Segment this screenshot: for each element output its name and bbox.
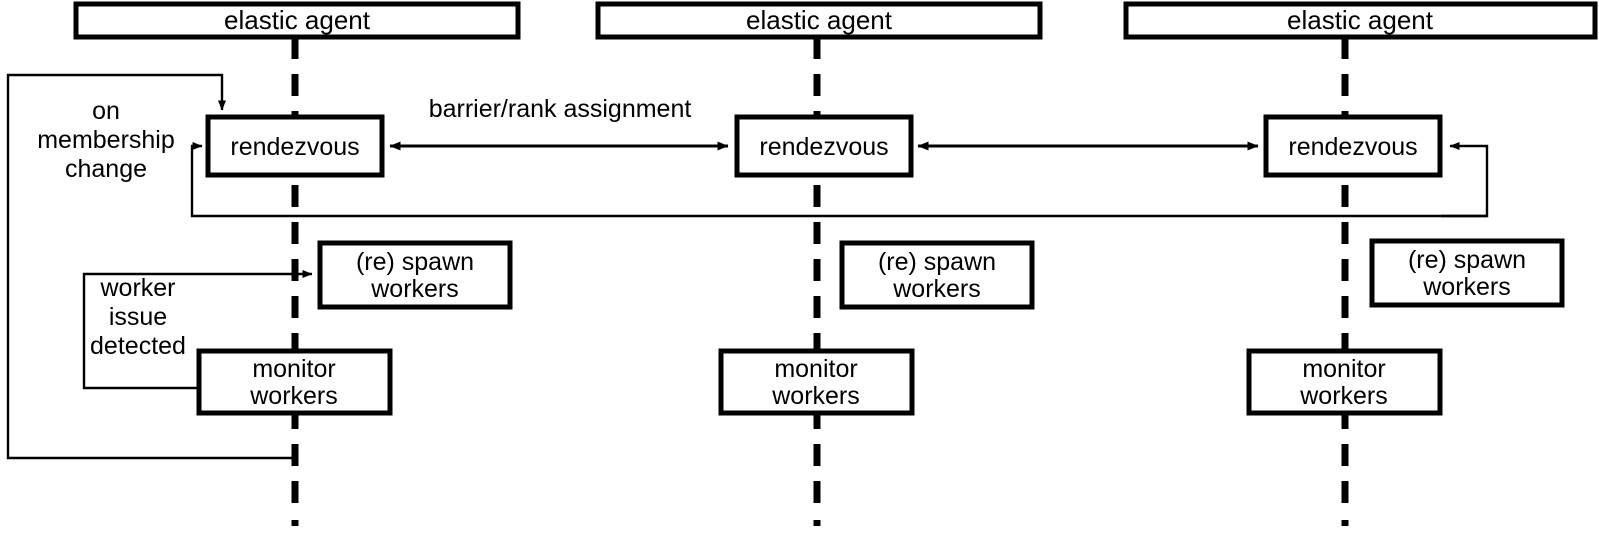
monitor-workers-label-3-line2: workers	[1299, 382, 1388, 410]
rendezvous-label-3: rendezvous	[1288, 133, 1417, 161]
rendezvous-box-1[interactable]	[205, 114, 385, 178]
on-membership-change-label-line1: on	[92, 97, 120, 125]
monitor-boxes-group: monitor workers monitor workers monitor …	[196, 348, 1443, 416]
monitor-workers-box-2[interactable]	[718, 348, 915, 416]
rendezvous-label-2: rendezvous	[759, 133, 888, 161]
rendezvous-3-bus-loop-path	[1441, 142, 1489, 218]
agent-headers-group: elastic agent elastic agent elastic agen…	[73, 1, 1598, 40]
rendezvous-label-1: rendezvous	[230, 133, 359, 161]
spawn-workers-label-2-line2: workers	[892, 275, 981, 303]
agent-label-2: elastic agent	[746, 5, 893, 35]
rendezvous-1-bus-entry-path	[190, 142, 1487, 218]
agent-box-1[interactable]	[73, 1, 521, 40]
annotations-group: barrier/rank assignment on membership ch…	[37, 95, 691, 360]
worker-issue-detected-label-line2: issue	[109, 303, 167, 331]
monitor-workers-label-1-line1: monitor	[252, 355, 335, 383]
spawn-workers-box-2[interactable]	[839, 240, 1035, 310]
agent-box-2[interactable]	[595, 1, 1043, 40]
spawn-workers-label-3-line2: workers	[1422, 273, 1511, 301]
rendezvous-box-2[interactable]	[734, 114, 914, 178]
barrier-rank-assignment-label: barrier/rank assignment	[429, 95, 692, 123]
connector-paths-group	[6, 73, 1489, 460]
monitor-workers-label-3-line1: monitor	[1302, 355, 1385, 383]
on-membership-change-label-line2: membership	[37, 126, 175, 154]
monitor-workers-box-1[interactable]	[196, 348, 393, 416]
agent-label-3: elastic agent	[1287, 5, 1434, 35]
agent-label-1: elastic agent	[224, 5, 371, 35]
monitor-workers-label-1-line2: workers	[249, 382, 338, 410]
worker-issue-detected-label-line3: detected	[90, 332, 186, 360]
monitor-workers-box-3[interactable]	[1246, 348, 1443, 416]
spawn-workers-label-2-line1: (re) spawn	[878, 248, 996, 276]
on-membership-change-path	[6, 73, 295, 460]
spawn-workers-label-1-line1: (re) spawn	[356, 248, 474, 276]
worker-issue-detected-path	[82, 270, 313, 390]
spawn-workers-box-3[interactable]	[1369, 238, 1565, 308]
agent-box-3[interactable]	[1123, 1, 1598, 40]
on-membership-change-label-line3: change	[65, 155, 147, 183]
spawn-workers-label-3-line1: (re) spawn	[1408, 246, 1526, 274]
monitor-workers-label-2-line1: monitor	[774, 355, 857, 383]
spawn-workers-label-1-line2: workers	[370, 275, 459, 303]
worker-issue-detected-label-line1: worker	[99, 274, 175, 302]
monitor-workers-label-2-line2: workers	[771, 382, 860, 410]
rendezvous-boxes-group: rendezvous rendezvous rendezvous	[205, 114, 1443, 178]
rendezvous-box-3[interactable]	[1263, 114, 1443, 178]
spawn-boxes-group: (re) spawn workers (re) spawn workers (r…	[317, 238, 1565, 310]
spawn-workers-box-1[interactable]	[317, 240, 513, 310]
